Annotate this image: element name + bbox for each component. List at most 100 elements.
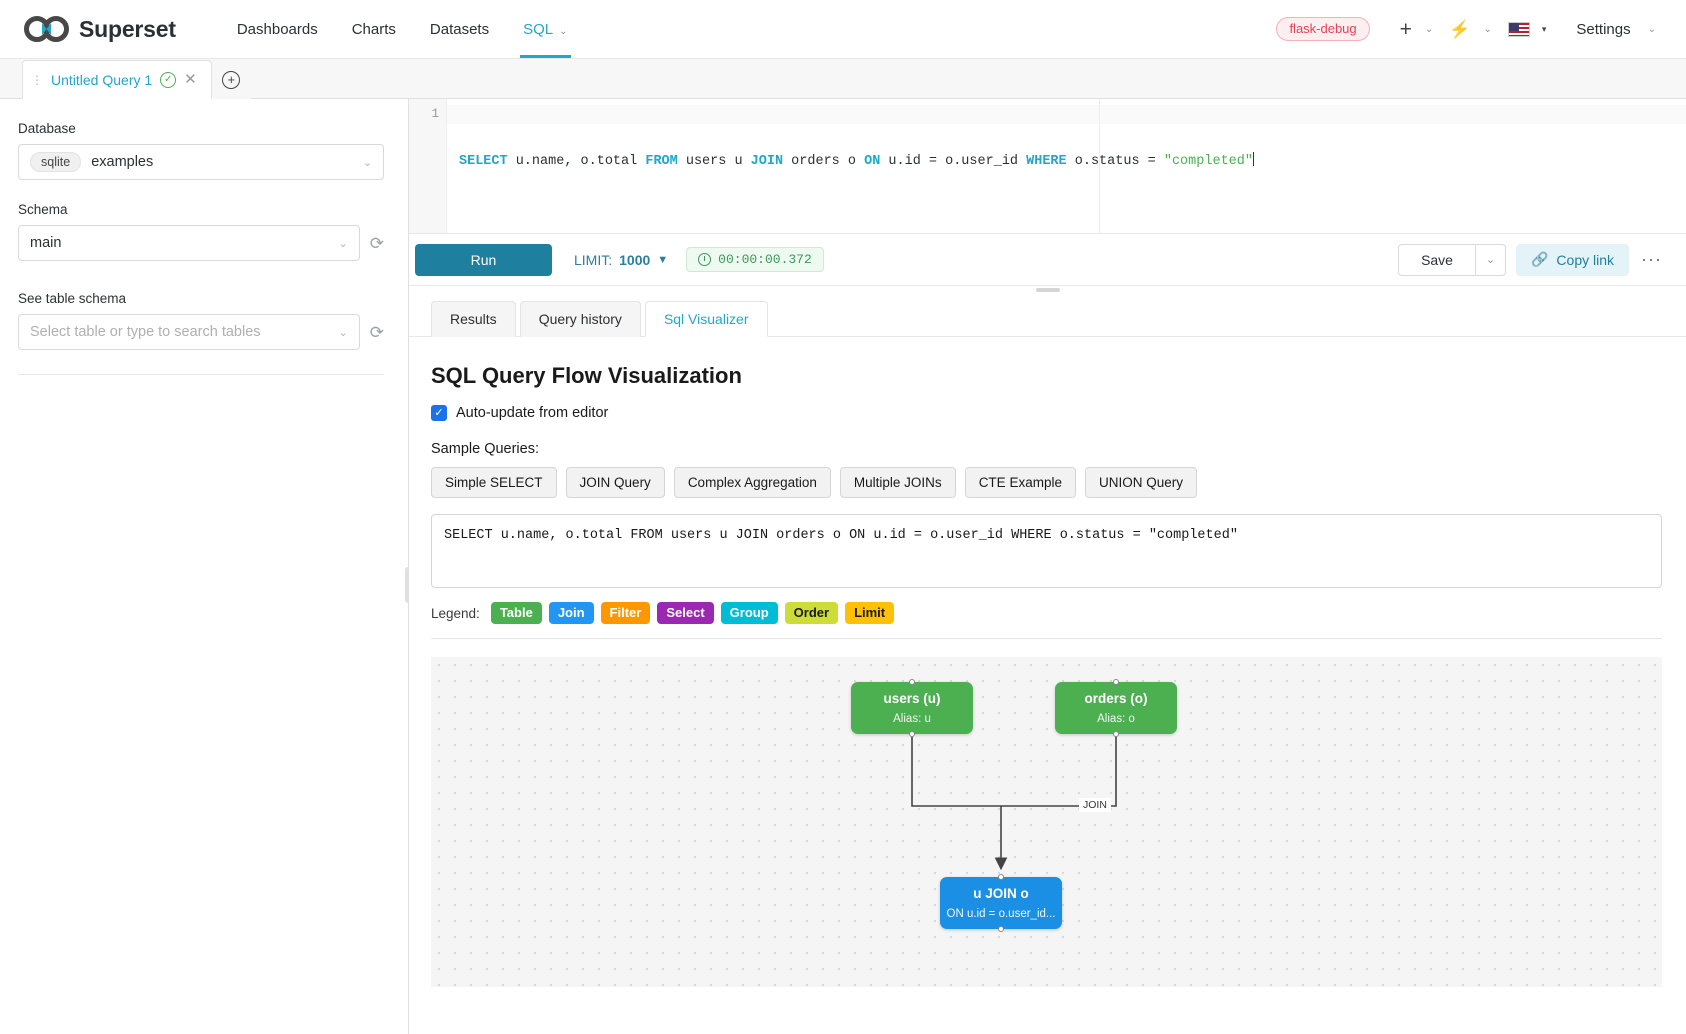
tab-results[interactable]: Results (431, 301, 516, 337)
legend-badge-select: Select (657, 602, 714, 624)
brand-name: Superset (79, 15, 176, 42)
triangle-down-icon: ▼ (657, 253, 669, 266)
legend-badge-join: Join (548, 602, 594, 624)
refresh-icon[interactable]: ⟳ (369, 233, 384, 253)
chevron-down-icon: ⌄ (362, 156, 372, 169)
flow-node-subtitle: Alias: o (1097, 713, 1135, 726)
toolbar-right: Save ⌄ 🔗 Copy link ··· (1398, 243, 1664, 276)
line-number: 1 (431, 107, 439, 121)
sample-query-button-union-query[interactable]: UNION Query (1084, 467, 1197, 498)
schema-label: Schema (18, 202, 68, 217)
nav-link-dashboards[interactable]: Dashboards (236, 20, 318, 38)
auto-update-row: ✓ Auto-update from editor (431, 405, 1662, 421)
settings-menu[interactable]: Settings ⌄ (1554, 9, 1664, 50)
plus-icon: + (1399, 17, 1412, 41)
chevron-down-icon: ⌄ (1424, 23, 1434, 35)
sample-query-button-cte-example[interactable]: CTE Example (964, 467, 1076, 498)
link-icon: 🔗 (1530, 251, 1549, 267)
flow-edge-label-join: JOIN (1079, 798, 1111, 812)
sql-token: users u (677, 154, 751, 169)
triangle-down-icon: ▾ (1541, 23, 1547, 34)
query-tab-label: Untitled Query 1 (51, 71, 153, 88)
top-navbar: Superset Dashboards Charts Datasets SQL⌄… (0, 0, 1686, 59)
sql-editor[interactable]: 1 SELECT u.name, o.total FROM users u JO… (409, 99, 1686, 234)
flow-edges (911, 734, 1117, 871)
flow-edge (1001, 734, 1117, 807)
sample-query-button-complex-aggregation[interactable]: Complex Aggregation (673, 467, 831, 498)
body-layout: Database sqlite examples ⌄ Schema main ⌄… (0, 99, 1686, 1034)
flow-diagram-canvas[interactable]: users (u) Alias: u orders (o)Alias: o u JOI… (431, 657, 1662, 987)
editor-code-area[interactable]: SELECT u.name, o.total FROM users u JOIN… (447, 99, 1686, 233)
alerts-button[interactable]: ⚡ ⌄ (1441, 15, 1500, 44)
nav-link-charts[interactable]: Charts (351, 20, 396, 38)
database-value: examples (91, 154, 154, 170)
language-selector[interactable]: ▾ (1500, 16, 1555, 43)
close-icon[interactable]: ✕ (184, 71, 197, 88)
text-caret (1252, 152, 1254, 166)
query-tab-strip: ⋮ Untitled Query 1 ✓ ✕ + (0, 59, 1686, 99)
left-query-panel: Database sqlite examples ⌄ Schema main ⌄… (0, 99, 411, 1034)
limit-dropdown[interactable]: LIMIT: 1000 ▼ (574, 252, 668, 268)
sql-token: FROM (645, 154, 678, 169)
legend-badge-group: Group (720, 602, 778, 624)
flow-node-users[interactable]: users (u) Alias: u (851, 679, 973, 737)
main-panel: 1 SELECT u.name, o.total FROM users u JO… (409, 99, 1686, 1034)
database-select[interactable]: sqlite examples ⌄ (18, 144, 384, 180)
flow-node-subtitle: Alias: u (893, 713, 931, 726)
node-port-top[interactable] (909, 679, 915, 685)
tab-query-history[interactable]: Query history (519, 301, 641, 337)
save-group: Save ⌄ (1398, 243, 1506, 276)
copy-link-button[interactable]: 🔗 Copy link (1515, 243, 1630, 276)
chevron-down-icon: ⌄ (1647, 23, 1656, 35)
editor-gutter: 1 (409, 99, 447, 233)
nav-link-sql[interactable]: SQL⌄ (506, 2, 584, 58)
drag-dots-icon[interactable]: ⋮ (31, 72, 43, 87)
run-button[interactable]: Run (415, 243, 552, 276)
panel-divider (18, 374, 384, 375)
flask-debug-badge: flask-debug (1276, 17, 1370, 41)
add-tab-button[interactable]: + (211, 60, 251, 99)
sample-query-button-simple-select[interactable]: Simple SELECT (431, 467, 557, 498)
schema-select[interactable]: main ⌄ (18, 225, 360, 261)
flow-node-orders[interactable]: orders (o)Alias: o (1055, 679, 1177, 737)
node-port-top[interactable] (1113, 679, 1119, 685)
table-search-select[interactable]: Select table or type to search tables ⌄ (18, 314, 360, 350)
node-port-bottom[interactable] (1113, 731, 1119, 737)
sql-token: WHERE (1026, 154, 1067, 169)
save-button[interactable]: Save (1398, 243, 1476, 276)
add-tab-icon: + (222, 70, 241, 89)
query-tab-untitled-query-1[interactable]: ⋮ Untitled Query 1 ✓ ✕ (22, 60, 212, 99)
panel-resize-handle[interactable] (405, 566, 411, 603)
refresh-icon[interactable]: ⟳ (369, 322, 384, 342)
limit-value: 1000 (619, 251, 651, 268)
sample-query-button-join-query[interactable]: JOIN Query (565, 467, 665, 498)
chevron-down-icon: ⌄ (1483, 23, 1492, 35)
new-item-button[interactable]: + ⌄ (1392, 13, 1442, 46)
tab-sql-visualizer[interactable]: Sql Visualizer (644, 301, 768, 337)
nav-link-datasets[interactable]: Datasets (429, 20, 490, 38)
us-flag-icon (1507, 21, 1530, 37)
query-timer-badge: 00:00:00.372 (686, 247, 824, 272)
editor-resize-handle[interactable] (1035, 288, 1060, 292)
flow-node-subtitle: ON u.id = o.user_id... (946, 908, 1056, 921)
sql-token: JOIN (750, 154, 784, 169)
save-dropdown-button[interactable]: ⌄ (1475, 243, 1506, 276)
node-port-top[interactable] (998, 874, 1004, 880)
node-port-bottom[interactable] (998, 926, 1004, 932)
settings-label: Settings (1576, 20, 1631, 38)
auto-update-checkbox[interactable]: ✓ (431, 405, 447, 421)
database-label: Database (18, 121, 76, 136)
result-tabs: Results Query history Sql Visualizer (409, 286, 1686, 337)
flow-node-title: users (u) (883, 690, 941, 706)
editor-toolbar: Run LIMIT: 1000 ▼ 00:00:00.372 Save ⌄ (409, 234, 1686, 292)
auto-update-label: Auto-update from editor (456, 405, 609, 421)
node-port-bottom[interactable] (909, 731, 915, 737)
sql-input-textarea[interactable] (431, 514, 1662, 588)
more-options-icon[interactable]: ··· (1641, 249, 1662, 269)
superset-logo[interactable]: Superset (24, 16, 176, 43)
sample-query-button-multiple-joins[interactable]: Multiple JOINs (839, 467, 956, 498)
sql-token: ON (864, 154, 881, 169)
